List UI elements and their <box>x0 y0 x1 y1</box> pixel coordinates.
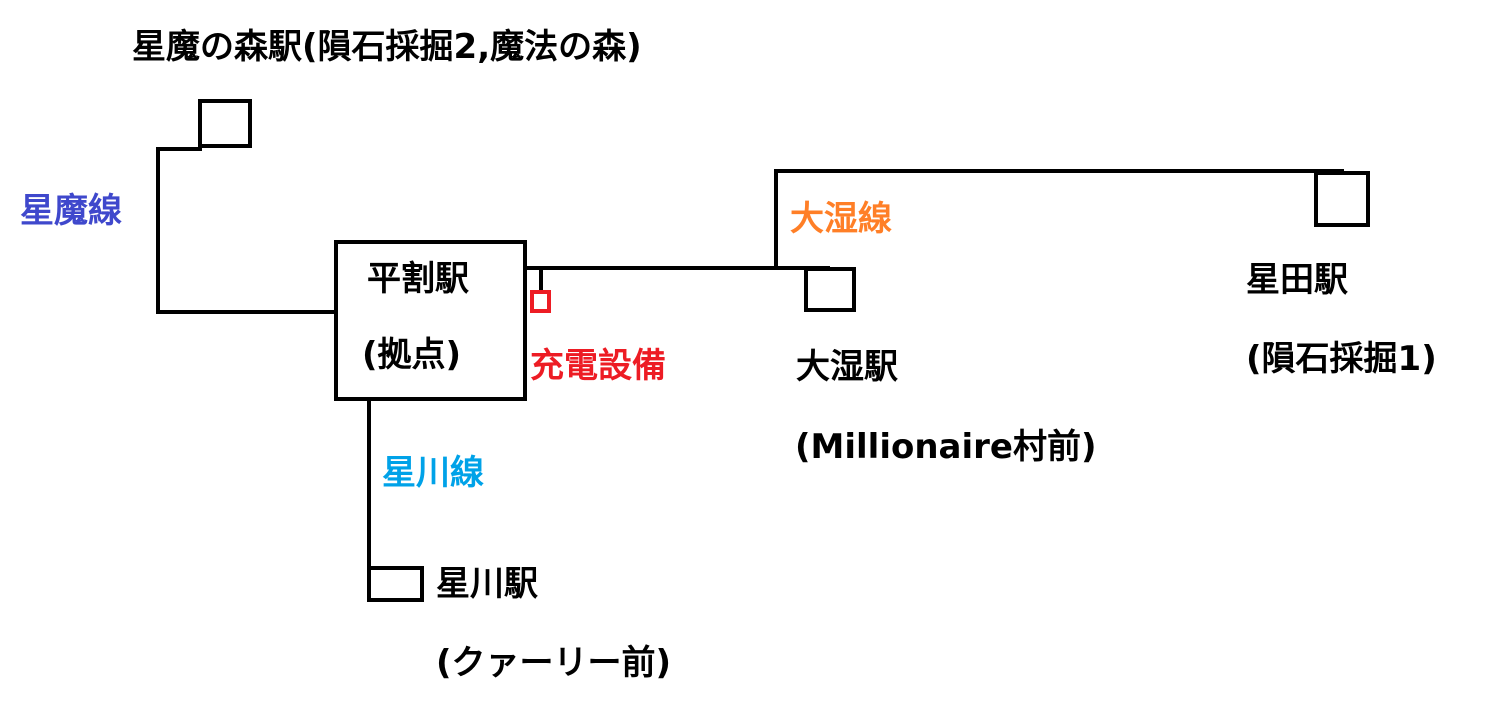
ooshitsu-line-label: 大湿線 <box>790 199 892 239</box>
hirawari-station-note: (拠点) <box>362 335 462 375</box>
hoshikawa-station-box <box>367 566 424 602</box>
ooshitsu-station-label: 大湿駅 <box>796 347 898 387</box>
hoshikawa-line-label: 星川線 <box>382 453 484 493</box>
seima-line-label: 星魔線 <box>20 191 122 231</box>
seima-line-track <box>156 147 202 314</box>
station-layer <box>198 99 1370 602</box>
hoshida-station-box <box>1314 171 1370 227</box>
charging-facility-marker <box>530 290 551 313</box>
hoshida-branch-track <box>774 169 1344 268</box>
ooshitsu-station-note: (Millionaire村前) <box>795 427 1097 467</box>
hoshida-station-note: (隕石採掘1) <box>1246 339 1437 379</box>
track-layer <box>156 147 1344 570</box>
charging-facility-label: 充電設備 <box>530 346 666 386</box>
hoshikawa-station-label: 星川駅 <box>436 564 538 604</box>
seima-forest-station-label: 星魔の森駅(隕石採掘2,魔法の森) <box>132 27 642 67</box>
hirawari-station-label: 平割駅 <box>367 259 469 299</box>
hoshida-station-label: 星田駅 <box>1246 260 1348 300</box>
ooshitsu-station-box <box>804 267 856 312</box>
hoshikawa-station-note: (クァーリー前) <box>436 643 672 683</box>
hirawari-station-box <box>334 240 527 401</box>
seima-forest-station-box <box>198 99 252 148</box>
